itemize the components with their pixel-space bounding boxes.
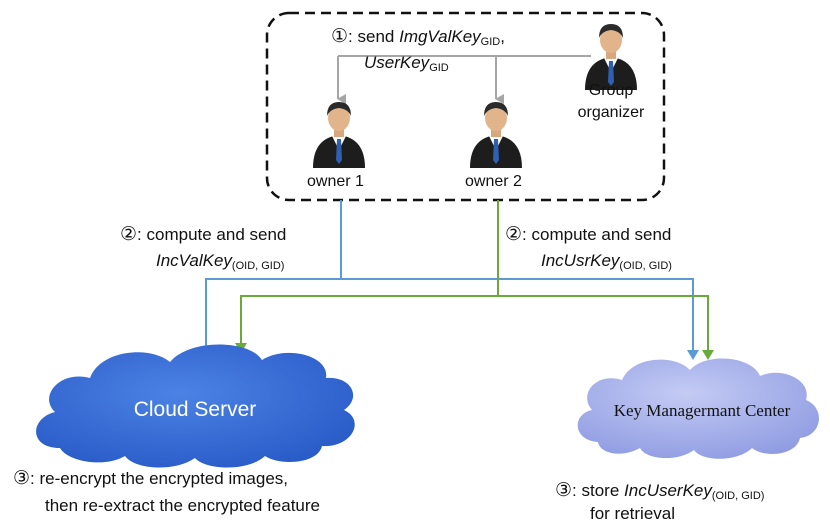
step2-left-label: ②: compute and send xyxy=(120,224,286,246)
userkey-text: UserKey xyxy=(364,53,430,72)
incvalkey-sub: (OID, GID) xyxy=(231,260,285,272)
step2-right-text: : compute and send xyxy=(522,225,672,244)
incvalkey-label: IncValKey(OID, GID) xyxy=(156,250,284,277)
step1-connector xyxy=(337,55,591,104)
imgvalkey-sub: GID xyxy=(480,36,501,48)
organizer-line1: Group xyxy=(588,82,634,99)
incvalkey-text: IncValKey xyxy=(156,251,232,270)
step3-right-label: ③: store IncUserKey(OID, GID) xyxy=(555,480,764,507)
kmc-shape xyxy=(577,358,819,459)
step1-label-line2: UserKeyGID xyxy=(364,52,449,79)
owner2-label: owner 2 xyxy=(465,173,522,190)
step2-left-number: ② xyxy=(120,224,138,245)
step2-right-number: ② xyxy=(505,224,523,245)
incusrkey-label: IncUsrKey(OID, GID) xyxy=(541,250,672,277)
cloud-server-label: Cloud Server xyxy=(134,398,257,421)
step3-right-line2-label: for retrieval xyxy=(590,504,676,523)
step1-prefix: : send xyxy=(348,27,400,46)
step1-comma: , xyxy=(500,27,505,46)
imgvalkey-text: ImgValKey xyxy=(399,27,481,46)
incuserkey-text: IncUserKey xyxy=(624,481,712,500)
incuserkey-sub: (OID, GID) xyxy=(711,490,765,502)
owner1-label: owner 1 xyxy=(307,173,364,190)
group-organizer-label: Group organizer xyxy=(563,80,659,124)
step3-right-number: ③ xyxy=(555,480,573,501)
userkey-sub: GID xyxy=(429,62,449,74)
incusrkey-sub: (OID, GID) xyxy=(619,260,672,272)
step3-left-number: ③ xyxy=(13,468,31,489)
organizer-line2: organizer xyxy=(577,104,645,121)
step2-right-label: ②: compute and send xyxy=(505,224,671,246)
step1-number: ① xyxy=(331,26,349,47)
step1-label: ①: send ImgValKeyGID, xyxy=(331,26,505,53)
owner2-person-icon xyxy=(470,100,522,168)
step3-left-line1: : re-encrypt the encrypted images, xyxy=(30,469,289,488)
step3-left-label: ③: re-encrypt the encrypted images, xyxy=(13,468,288,490)
cloud-server-shape xyxy=(36,344,355,468)
group-boundary xyxy=(265,11,666,202)
kmc-label: Key Managermant Center xyxy=(614,401,791,420)
owner1-person-icon xyxy=(313,100,365,168)
step3-left-line2-label: then re-extract the encrypted feature xyxy=(45,496,320,515)
step2-left-text: : compute and send xyxy=(137,225,287,244)
incusrkey-text: IncUsrKey xyxy=(541,251,620,270)
step3-right-prefix: : store xyxy=(572,481,625,500)
